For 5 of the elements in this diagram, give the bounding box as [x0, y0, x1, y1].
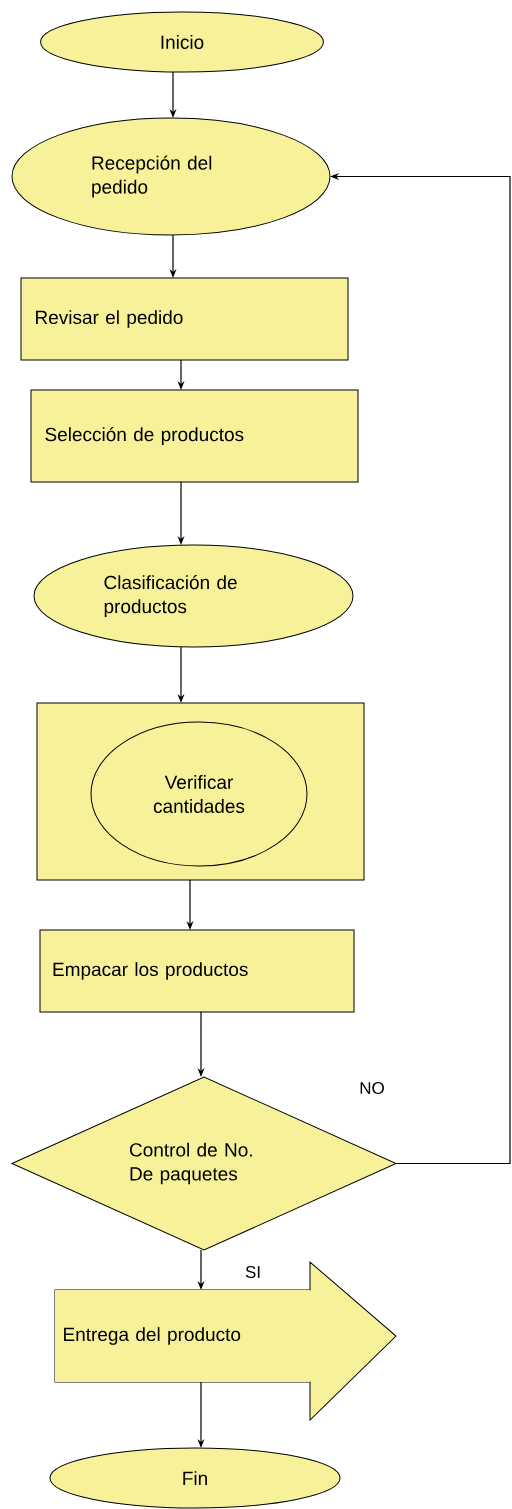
process-box: Selección de productos [30, 389, 359, 483]
process-box: Revisar el pedido [20, 277, 349, 361]
edge-label: SI [243, 1265, 263, 1280]
edge-label: NO [358, 1081, 386, 1096]
process-box: Empacar los productos [39, 929, 355, 1013]
